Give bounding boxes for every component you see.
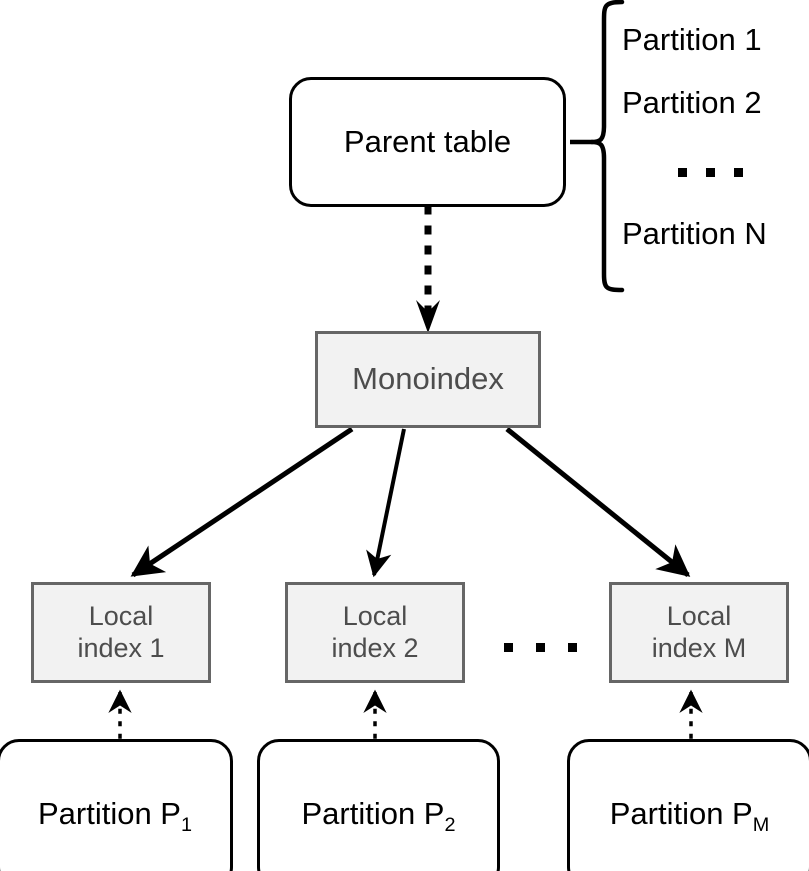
brace-ellipsis-icon	[678, 168, 743, 177]
node-parent-table[interactable]: Parent table	[289, 77, 566, 207]
ellipsis-dot	[504, 643, 513, 652]
ellipsis-dot	[536, 643, 545, 652]
node-partition-p2[interactable]: Partition P2	[257, 739, 500, 871]
node-local-index-1[interactable]: Local index 1	[31, 582, 211, 683]
brace-item-partition-1: Partition 1	[622, 22, 762, 57]
brace-item-partition-2: Partition 2	[622, 85, 762, 120]
node-partition-pm-subscript: M	[752, 813, 770, 836]
node-parent-table-label: Parent table	[343, 123, 512, 159]
edge-monoindex-to-local-index-m	[505, 427, 691, 577]
node-partition-pm-label: Partition PM	[604, 795, 776, 836]
node-local-index-2-label: Local index 2	[331, 600, 419, 663]
curly-brace-icon	[570, 0, 625, 293]
ellipsis-dot	[734, 168, 743, 177]
node-local-index-2[interactable]: Local index 2	[285, 582, 465, 683]
node-partition-p1[interactable]: Partition P1	[0, 739, 233, 871]
node-local-index-1-label: Local index 1	[77, 600, 165, 663]
node-partition-pm-prefix: Partition P	[609, 795, 753, 831]
ellipsis-dot	[568, 643, 577, 652]
node-partition-pm[interactable]: Partition PM	[567, 739, 809, 871]
node-partition-p2-subscript: 2	[444, 813, 456, 836]
node-partition-p1-subscript: 1	[180, 813, 193, 836]
brace-item-partition-n: Partition N	[622, 216, 767, 251]
node-local-index-m[interactable]: Local index M	[609, 582, 789, 683]
node-partition-p2-label: Partition P2	[295, 795, 461, 836]
edge-monoindex-to-local-index-1	[130, 426, 354, 578]
ellipsis-dot	[678, 168, 687, 177]
node-local-index-m-label: Local index M	[651, 600, 747, 663]
node-partition-p1-prefix: Partition P	[37, 795, 181, 831]
partition-brace-group: Partition 1 Partition 2 Partition N	[570, 0, 809, 300]
node-partition-p2-prefix: Partition P	[301, 795, 445, 831]
edge-parent-to-monoindex	[416, 205, 440, 333]
node-partition-p1-label: Partition P1	[32, 795, 198, 836]
local-index-ellipsis-icon	[504, 643, 577, 652]
node-monoindex[interactable]: Monoindex	[315, 331, 541, 428]
node-monoindex-label: Monoindex	[352, 361, 504, 397]
edge-monoindex-to-local-index-2	[366, 428, 406, 578]
ellipsis-dot	[706, 168, 715, 177]
